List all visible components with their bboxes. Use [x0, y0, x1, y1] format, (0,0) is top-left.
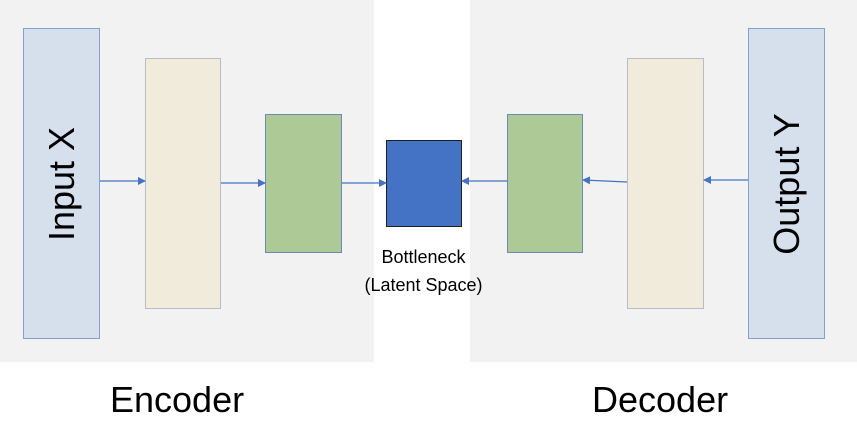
arrow-dec2-to-dec1 [582, 176, 628, 185]
input-x-box: Input X [23, 28, 100, 339]
encoder-layer-2 [265, 114, 342, 253]
encoder-layer-1 [145, 58, 221, 309]
bottleneck-label-line1: Bottleneck [381, 247, 466, 267]
bottleneck-label: Bottleneck (Latent Space) [341, 244, 506, 300]
bottleneck-label-line2: (Latent Space) [364, 274, 483, 295]
decoder-label: Decoder [592, 379, 729, 420]
output-y-box: Output Y [748, 28, 825, 339]
encoder-label: Encoder [110, 379, 245, 420]
decoder-layer-2 [627, 58, 704, 309]
